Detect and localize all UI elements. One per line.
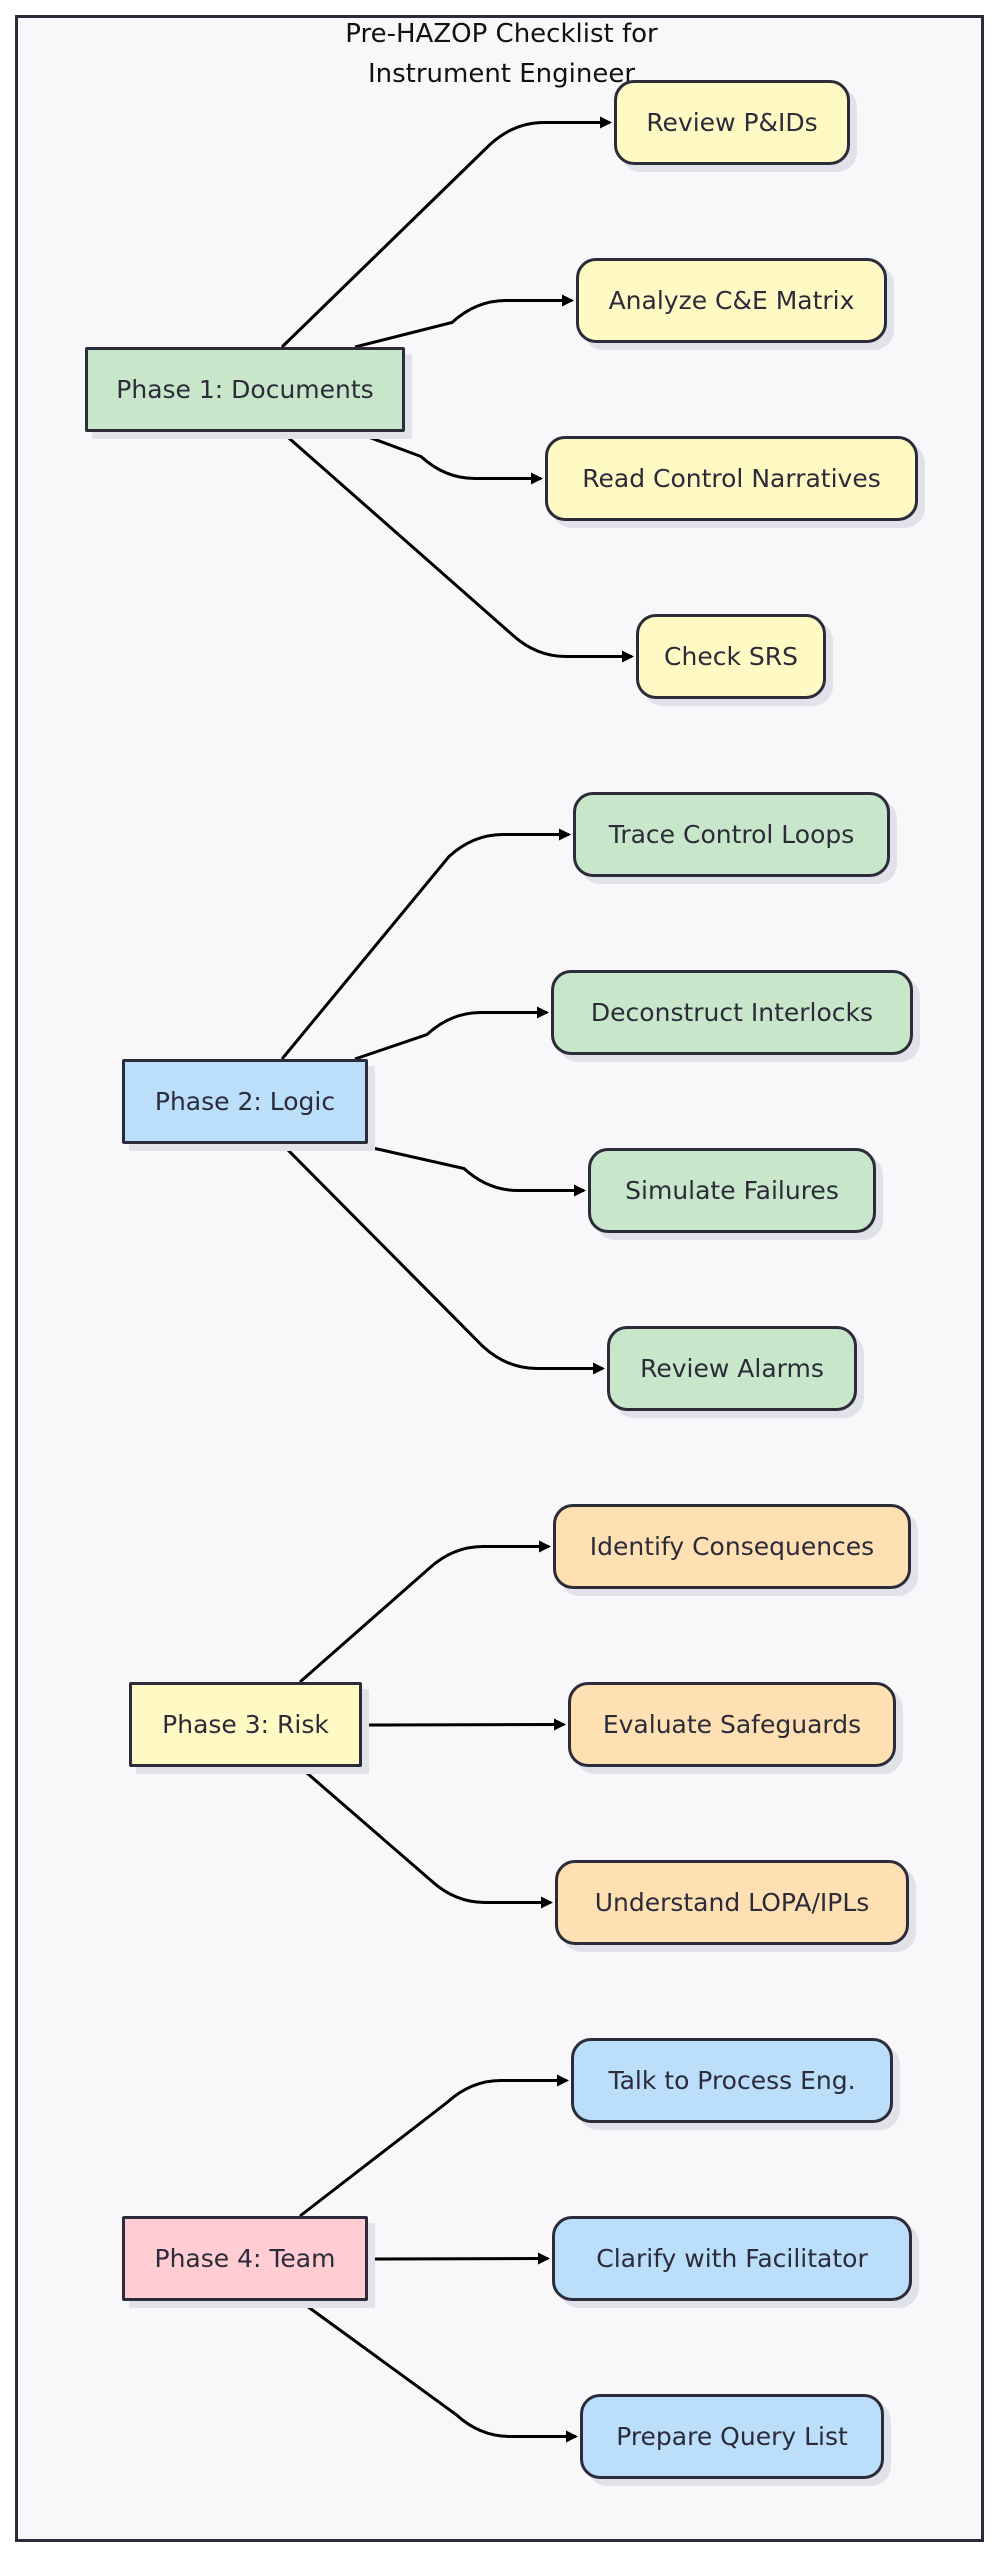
phase-2-task-2-node-label: Deconstruct Interlocks [590,998,874,1027]
phase-2-task-4-node: Review Alarms [607,1326,857,1411]
title-line-2: Instrument Engineer [367,59,636,89]
phase-1-task-3-node: Read Control Narratives [545,436,918,521]
phase-2-task-3-node: Simulate Failures [588,1148,876,1233]
phase-1-task-1-node-label: Review P&IDs [646,108,818,137]
phase-3-task-1-node: Identify Consequences [553,1504,911,1589]
edge-phase-3-task-3 [299,1765,553,1909]
phase-3-task-3-node-label: Understand LOPA/IPLs [594,1888,870,1917]
phase-1-task-3-node-label: Read Control Narratives [582,464,881,493]
phase-4-task-3-node: Prepare Query List [580,2394,884,2479]
phase-3-task-3-node: Understand LOPA/IPLs [555,1860,909,1945]
edge-phase-2-task-1 [280,828,571,1060]
phase-1-task-4-node: Check SRS [636,614,826,699]
edge-phase-4-task-2 [367,2252,550,2265]
phase-2-task-4-node-label: Review Alarms [640,1354,824,1383]
edge-phase-2-task-2 [354,1006,549,1061]
title-line-1: Pre-HAZOP Checklist for [345,19,658,49]
phase-2-task-1-node: Trace Control Loops [573,792,890,877]
phase-1-task-1-node: Review P&IDs [614,80,850,165]
phase-2-node-label: Phase 2: Logic [154,1087,336,1116]
edge-phase-1-task-1 [280,116,612,349]
phase-4-node-label: Phase 4: Team [154,2244,336,2273]
edge-phase-2-task-4 [280,1142,605,1375]
edge-phase-4-task-1 [299,2074,569,2218]
phase-1-task-4-node-label: Check SRS [664,642,798,671]
phase-3-task-2-node-label: Evaluate Safeguards [602,1710,862,1739]
phase-4-task-3-node-label: Prepare Query List [616,2422,848,2451]
phase-4-task-2-node: Clarify with Facilitator [552,2216,912,2301]
phase-1-task-2-node: Analyze C&E Matrix [576,258,887,343]
phase-3-task-2-node: Evaluate Safeguards [568,1682,896,1767]
phase-2-task-3-node-label: Simulate Failures [625,1176,839,1205]
phase-2-node: Phase 2: Logic [122,1059,368,1144]
edge-phase-4-task-3 [299,2299,578,2443]
edge-phase-1-task-4 [281,430,634,663]
phase-2-task-1-node-label: Trace Control Loops [608,820,855,849]
edge-phase-1-task-2 [354,294,574,349]
phase-4-task-1-node: Talk to Process Eng. [571,2038,893,2123]
phase-2-task-2-node: Deconstruct Interlocks [551,970,913,1055]
edge-phase-2-task-3 [354,1142,586,1197]
phase-3-node: Phase 3: Risk [129,1682,362,1767]
diagram-title: Pre-HAZOP Checklist for Instrument Engin… [0,14,1003,94]
edge-phase-1-task-3 [354,430,543,485]
phase-4-node: Phase 4: Team [122,2216,368,2301]
phase-3-node-label: Phase 3: Risk [162,1710,329,1739]
phase-1-node: Phase 1: Documents [85,347,405,432]
phase-3-task-1-node-label: Identify Consequences [589,1532,875,1561]
phase-1-node-label: Phase 1: Documents [116,375,374,404]
phase-1-task-2-node-label: Analyze C&E Matrix [608,286,855,315]
phase-4-task-1-node-label: Talk to Process Eng. [608,2066,856,2095]
edge-phase-3-task-2 [361,1718,566,1731]
edge-phase-3-task-1 [299,1540,551,1684]
phase-4-task-2-node-label: Clarify with Facilitator [596,2244,868,2273]
